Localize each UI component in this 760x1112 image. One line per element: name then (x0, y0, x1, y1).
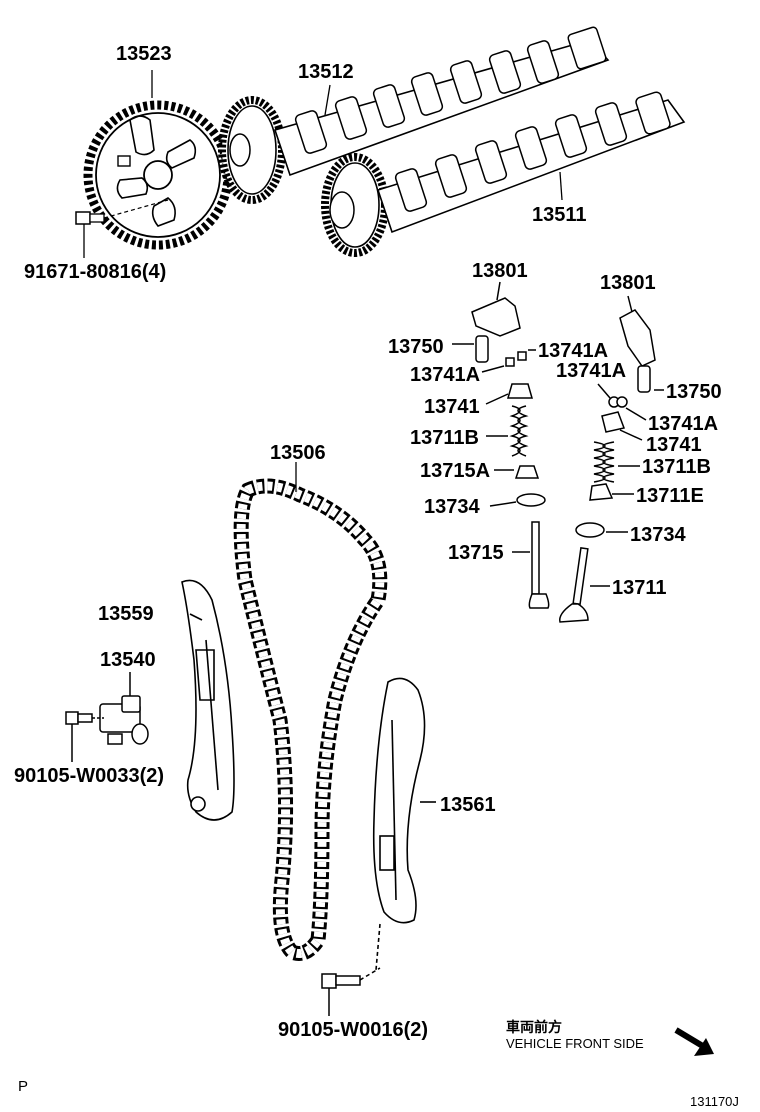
label-13511: 13511 (532, 204, 587, 226)
label-13559: 13559 (98, 603, 154, 625)
corner-letter: P (18, 1078, 29, 1095)
label-13741-left: 13741 (424, 396, 480, 418)
label-13561: 13561 (440, 794, 496, 816)
direction-note-en: VEHICLE FRONT SIDE (506, 1036, 644, 1051)
label-13506: 13506 (270, 442, 326, 464)
label-13750-left: 13750 (388, 336, 444, 358)
label-13512: 13512 (298, 61, 354, 83)
label-13741A-3: 13741A (556, 360, 627, 382)
timing-chain (233, 462, 388, 961)
label-13711E: 13711E (636, 485, 704, 507)
label-13801-right: 13801 (600, 272, 656, 294)
label-90105-W0033: 90105-W0033(2) (14, 765, 165, 787)
camshaft-13512 (218, 26, 610, 204)
label-13523: 13523 (116, 43, 172, 65)
direction-note-jp: 車両前方 (506, 1019, 562, 1035)
chain-guide-13559 (181, 579, 235, 821)
label-13741A-4: 13741A (648, 413, 719, 435)
chain-tensioner-13540 (65, 672, 149, 762)
label-13741-right: 13741 (646, 434, 702, 456)
valve-train-left (452, 281, 550, 609)
label-13715A: 13715A (420, 460, 491, 482)
label-13734-left: 13734 (424, 496, 480, 518)
label-13715: 13715 (448, 542, 504, 564)
label-13734-right: 13734 (630, 524, 686, 546)
direction-arrow-icon (674, 1027, 714, 1056)
bolt-90105-W0016 (321, 967, 381, 1016)
label-13711B-right: 13711B (642, 456, 711, 478)
label-13741A-2: 13741A (410, 364, 481, 386)
cam-sprocket (83, 70, 233, 250)
label-13711: 13711 (612, 577, 667, 599)
label-91671: 91671-80816(4) (24, 261, 167, 283)
bolt-91671 (75, 199, 169, 258)
chain-guide-13561 (372, 677, 436, 971)
diagram-code: 131170J (690, 1094, 739, 1109)
label-13801-left: 13801 (472, 260, 528, 282)
label-90105-W0016: 90105-W0016(2) (278, 1019, 429, 1041)
camshaft-13511 (321, 91, 686, 257)
label-13750-right: 13750 (666, 381, 722, 403)
label-13540: 13540 (100, 649, 156, 671)
valve-train-right (559, 295, 664, 623)
label-13741A-1: 13741A (538, 340, 609, 362)
label-13711B-left: 13711B (410, 427, 479, 449)
